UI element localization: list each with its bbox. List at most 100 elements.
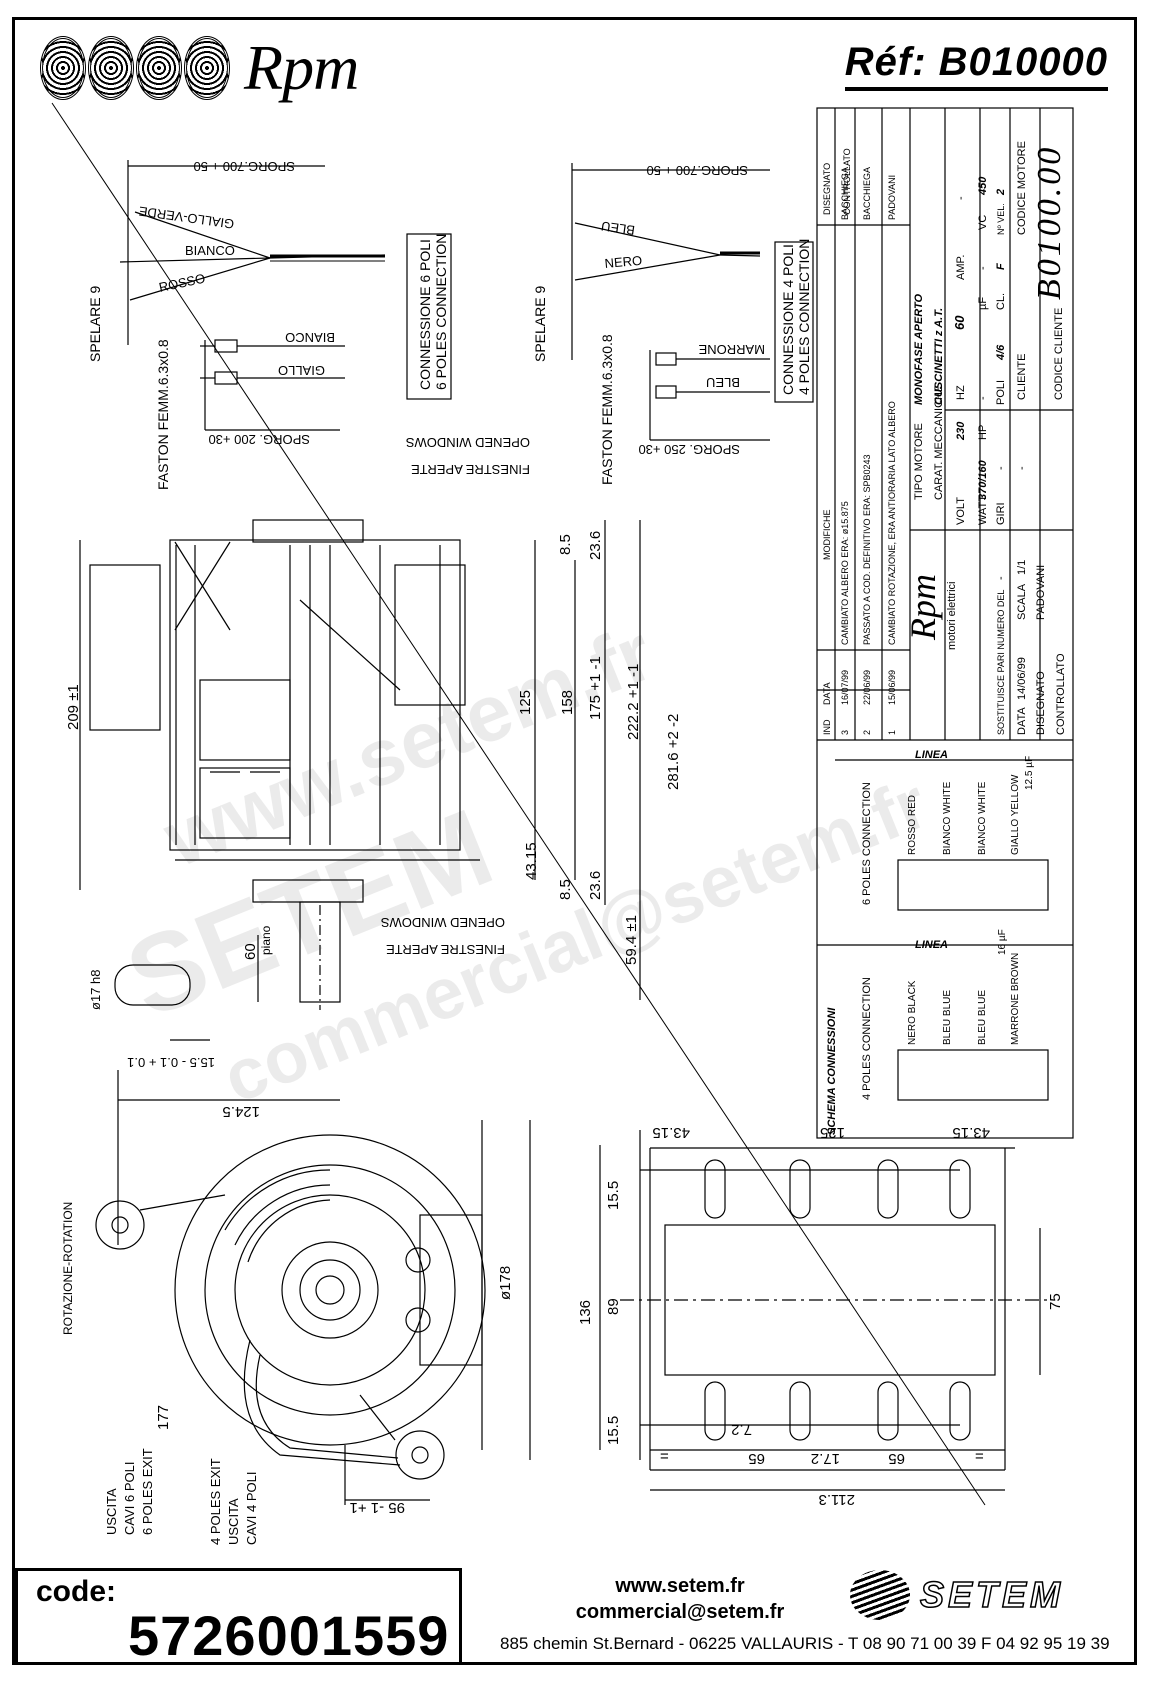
six-wire-rosso: ROSSO RED xyxy=(907,795,918,855)
tb-cl: F xyxy=(995,263,1007,270)
tb-hz-lbl: HZ xyxy=(955,385,967,400)
reference-number: Réf: B010000 xyxy=(844,40,1108,91)
tb-company: Rpm xyxy=(903,574,943,641)
six-wire-bianco-1: BIANCO WHITE xyxy=(942,781,953,855)
dim-222: 222.2 +1 -1 xyxy=(625,664,642,740)
base-eq-right: = xyxy=(975,1448,984,1465)
four-wire-nero: NERO BLACK xyxy=(907,980,918,1045)
base-43-15-right: 43.15 xyxy=(952,1124,990,1141)
dim-59: 59.4 ±1 xyxy=(623,915,640,965)
rev-3-text: CAMBIATO ALBERO ERA: ø15.875 xyxy=(840,501,850,645)
label-uscita-6: USCITA xyxy=(104,1488,119,1535)
drawing-frame xyxy=(12,17,1137,1665)
dim-23-6-top: 23.6 xyxy=(587,531,604,560)
rpm-logo: Rpm xyxy=(40,30,359,105)
footer-address: 885 chemin St.Bernard - 06225 VALLAURIS … xyxy=(500,1634,1110,1653)
tb-vc-lbl: VC xyxy=(977,215,989,230)
tb-carat-lbl: CARAT. MECCANICHE xyxy=(933,385,945,500)
tb-cliente: - xyxy=(1016,466,1028,470)
label-piano: piano xyxy=(259,925,273,955)
base-89: 89 xyxy=(605,1298,622,1315)
dim-43-15: 43.15 xyxy=(523,842,540,880)
coil-logo-icon xyxy=(40,35,230,100)
tb-giri: - xyxy=(995,466,1007,470)
tb-watt-lbl: WATT xyxy=(977,495,989,525)
label-cavi-6: CAVI 6 POLI xyxy=(122,1462,137,1535)
brand-name: Rpm xyxy=(244,31,359,103)
tb-uf-lbl: µF xyxy=(977,297,989,310)
tb-codice-motore-lbl: CODICE MOTORE xyxy=(1016,141,1028,235)
dim-23-6-bot: 23.6 xyxy=(587,871,604,900)
rev-3-n: 3 xyxy=(840,730,850,735)
rev-3-by: BACCHIEGA xyxy=(840,167,850,220)
base-136: 136 xyxy=(577,1300,594,1325)
rev-head-disegnato: DISEGNATO xyxy=(822,163,832,215)
rev-3-date: 16/07/99 xyxy=(840,670,850,705)
label-giallo-faston: GIALLO xyxy=(278,363,325,378)
tb-cliente-lbl: CLIENTE xyxy=(1016,354,1028,400)
schema-six-label: 6 POLES CONNECTION xyxy=(861,782,873,905)
tb-data-lbl: DATA xyxy=(1016,707,1028,735)
label-rosso: ROSSO xyxy=(158,270,207,294)
dim-60: 60 xyxy=(242,943,259,960)
label-conn-4-poli: CONNESSIONE 4 POLI xyxy=(780,244,796,395)
label-conn-6-poli: CONNESSIONE 6 POLI xyxy=(417,239,433,390)
label-faston-left: FASTON FEMM.6.3x0.8 xyxy=(155,339,171,490)
label-uscita-4: USCITA xyxy=(226,1498,241,1545)
rev-2-n: 2 xyxy=(862,730,872,735)
label-conn-4-en: 4 POLES CONNECTION xyxy=(796,239,812,395)
tb-codice-cliente-lbl: CODICE CLIENTE xyxy=(1053,308,1065,400)
base-211-3: 211.3 xyxy=(819,1491,855,1508)
base-65-left: 65 xyxy=(748,1450,765,1467)
tb-hp-lbl: HP xyxy=(977,425,989,440)
base-15-5-bot: 15.5 xyxy=(605,1416,622,1445)
rev-head-data: DATA xyxy=(822,682,832,705)
footer-website: www.setem.fr xyxy=(615,1575,745,1597)
dim-125: 125 xyxy=(517,690,534,715)
tb-sostituisce-lbl: SOSTITUISCE PARI NUMERO DEL xyxy=(996,590,1006,735)
tb-codice-motore: B0100.00 xyxy=(1031,145,1068,300)
tb-controllato-lbl: CONTROLLATO xyxy=(1055,653,1067,735)
tb-tipo-lbl: TIPO MOTORE xyxy=(913,423,925,500)
four-wire-bleu-1: BLEU BLUE xyxy=(942,990,953,1045)
dim-124-5: 124.5 xyxy=(222,1103,260,1120)
dim-175: 175 +1 -1 xyxy=(587,656,604,720)
label-bleu-faston: BLEU xyxy=(706,375,740,390)
four-wire-bleu-2: BLEU BLUE xyxy=(977,990,988,1045)
rev-head-modifiche: MODIFICHE xyxy=(822,510,832,561)
dim-95: 95 -1 +1 xyxy=(350,1499,405,1516)
six-cap: 12.5 µF xyxy=(1024,756,1035,790)
label-cavi-4: CAVI 4 POLI xyxy=(244,1472,259,1545)
schema-four-label: 4 POLES CONNECTION xyxy=(861,977,873,1100)
rev-1-date: 15/06/99 xyxy=(887,670,897,705)
tb-disegnato-lbl: DISEGNATO xyxy=(1035,671,1047,735)
label-finestre-top: FINESTRE APERTE xyxy=(411,462,530,477)
label-spelare-left: SPELARE 9 xyxy=(87,286,103,362)
setem-logo: SETEM xyxy=(850,1570,1064,1620)
rev-2-by: BACCHIEGA xyxy=(862,167,872,220)
label-marrone-faston: MARRONE xyxy=(698,342,765,357)
label-exit-4: 4 POLES EXIT xyxy=(208,1458,223,1545)
label-opened-bottom: OPENED WINDOWS xyxy=(380,915,505,930)
tb-nvel: 2 xyxy=(995,189,1007,196)
tb-volt-lbl: VOLT xyxy=(955,497,967,525)
code-box: code: 5726001559 xyxy=(15,1568,462,1667)
label-bianco-top: BIANCO xyxy=(185,243,235,258)
label-sporg-700-left: SPORG.700 + 50 xyxy=(193,159,295,174)
dim-8-5-bot: 8.5 xyxy=(557,879,574,900)
tb-uf: - xyxy=(977,266,989,270)
schema-linea-six: LINEA xyxy=(915,749,948,761)
base-15-5-top: 15.5 xyxy=(605,1181,622,1210)
dim-158: 158 xyxy=(559,690,576,715)
tb-hp: - xyxy=(977,396,989,400)
tb-volt: 230 xyxy=(955,421,967,441)
tb-carat: CUSCINETTI z A.T. xyxy=(933,308,945,405)
tb-vc: 450 xyxy=(977,176,989,196)
label-spelare-right: SPELARE 9 xyxy=(532,286,548,362)
tb-disegnato: PADOVANI xyxy=(1035,565,1047,620)
label-bianco-faston: BIANCO xyxy=(285,330,335,345)
footer-contact: www.setem.fr commercial@setem.fr xyxy=(560,1573,800,1625)
tb-cl-lbl: CL. xyxy=(995,293,1007,310)
rev-head-ind: IND xyxy=(822,719,832,735)
